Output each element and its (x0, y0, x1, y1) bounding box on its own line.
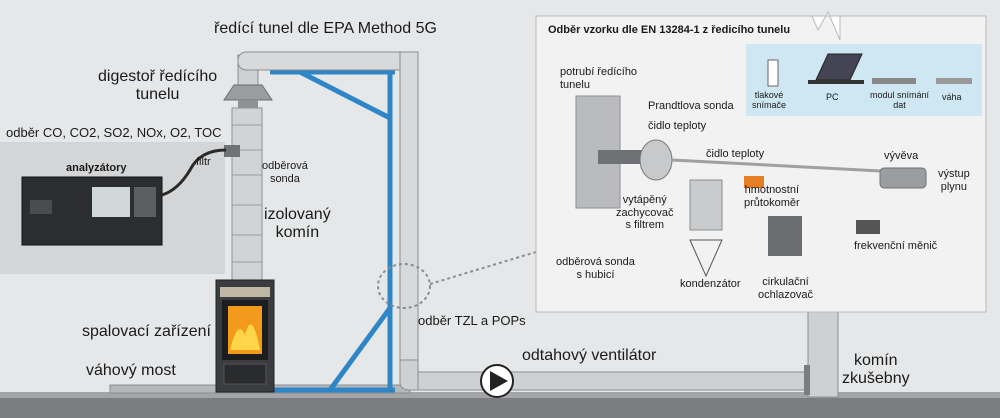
freq-converter-label: frekvenční měnič (854, 240, 938, 252)
probe-nozzle-label: odběrová sonda s hubicí (556, 256, 635, 281)
vacuum-pump-label: vývěva (884, 150, 919, 162)
test-chimney (807, 299, 839, 398)
blue-frame (270, 69, 395, 393)
legend-icons (767, 53, 972, 87)
zoom-circle (377, 263, 431, 309)
combustion-device-label: spalovací zařízení (82, 323, 211, 340)
temp-sensor-1-label: čidlo teploty (648, 120, 707, 132)
chimney-flange (804, 365, 810, 395)
analyzer-device (21, 176, 163, 246)
filter-label: filtr (196, 156, 211, 168)
analyzers-label: analyzátory (66, 162, 127, 174)
tzl-pops-label: odběr TZL a POPs (418, 313, 526, 328)
mass-flow-label: hmotnostní průtokoměr (744, 184, 800, 209)
exhaust-duct (417, 371, 809, 391)
gas-outlet-label: výstup plynu (938, 168, 970, 193)
scale-label: váhový most (86, 362, 176, 379)
cooler-label: cirkulační ochlazovač (758, 276, 814, 301)
hood-label: digestoř ředícího tunelu (98, 68, 218, 104)
floor (0, 397, 1000, 418)
condenser-label: kondenzátor (680, 278, 741, 290)
insulated-chimney-label: izolovaný komín (264, 206, 331, 242)
sampling-probe-port (224, 145, 240, 157)
fan-arrow (490, 371, 508, 391)
tunnel-pipe-label: potrubí ředícího tunelu (560, 66, 638, 91)
panel-equipment (575, 95, 927, 278)
prandtl-label: Prandtlova sonda (648, 100, 734, 112)
chimney-bands (232, 124, 262, 263)
zoom-connector (429, 251, 537, 285)
sampling-line (161, 148, 227, 197)
legend-daq-label: modul snímání dat (870, 90, 930, 111)
detail-title: Odběr vzorku dle EN 13284-1 z ředicího t… (548, 24, 791, 36)
stove (215, 279, 275, 393)
exhaust-fan-label: odtahový ventilátor (522, 347, 657, 364)
legend-pc-label: PC (826, 92, 839, 102)
heated-trap-label: vytápěný zachycovač s filtrem (616, 194, 674, 232)
hood (223, 84, 273, 101)
insulated-chimney (231, 107, 263, 284)
sampling-probe-label: odběrová sonda (262, 160, 308, 185)
temp-sensor-2-label: čidlo teploty (706, 148, 765, 160)
legend-balance-label: váha (942, 92, 962, 102)
dilution-tunnel-label: ředící tunel dle EPA Method 5G (214, 20, 437, 37)
hood-neck (238, 100, 258, 108)
legend-pressure-label: tlakové snímače (752, 90, 787, 111)
chimney-stub (811, 10, 841, 41)
sampling-gases-label: odběr CO, CO2, SO2, NOx, O2, TOC (6, 125, 222, 140)
test-chimney-label: komín zkušebny (842, 352, 910, 388)
